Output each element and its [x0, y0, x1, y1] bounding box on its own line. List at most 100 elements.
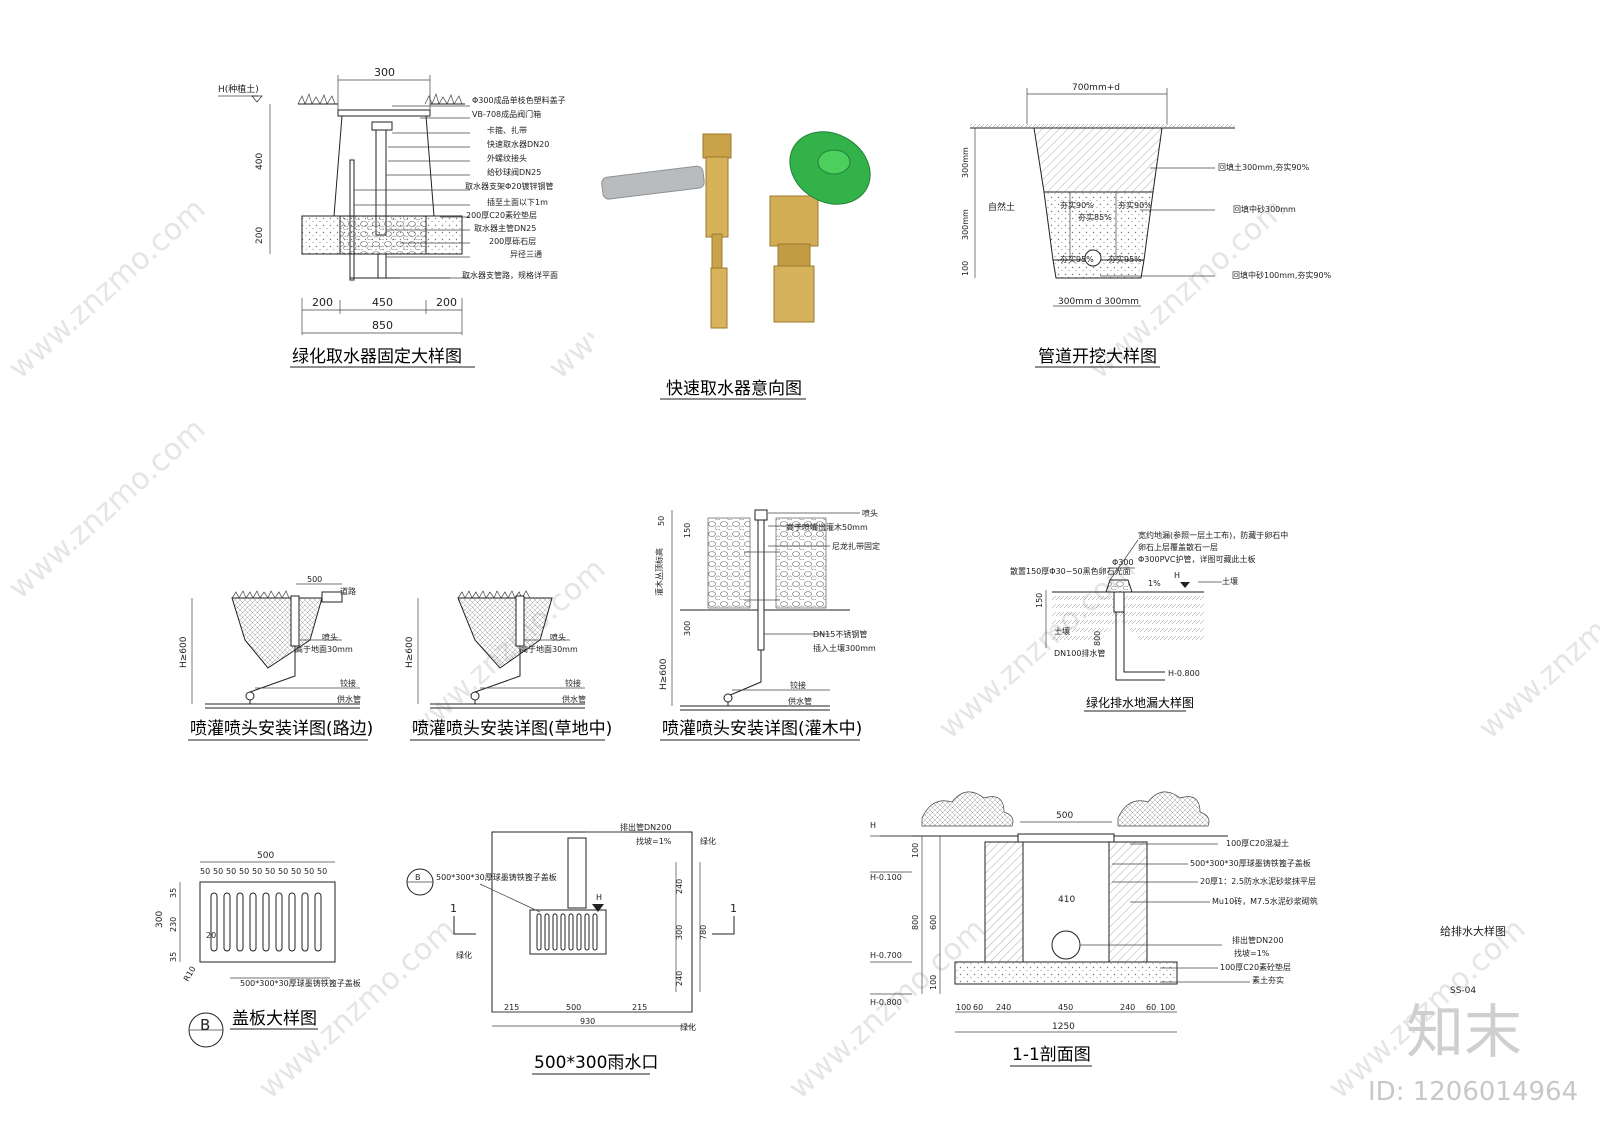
label: 100厚C20素砼垫层	[1220, 962, 1291, 972]
dims-bottom: 100 60 240 450 240 60 100	[956, 1003, 1175, 1012]
label: 500*300*30厚球墨铸铁篦子盖板	[1190, 858, 1311, 868]
label: 20厚1：2.5防水水泥砂浆抹平层	[1200, 876, 1316, 886]
label: 供水管	[562, 694, 586, 704]
dim-total: 500	[257, 851, 274, 861]
caption: 500*300雨水口	[534, 1053, 658, 1073]
label: 异径三通	[510, 249, 542, 259]
id-label: ID: 1206014964	[1368, 1077, 1578, 1107]
slots	[210, 892, 322, 952]
dim: 50	[304, 867, 314, 876]
label: 卵石上层覆盖散石一层	[1138, 542, 1218, 552]
label: 卡箍、扎带	[487, 125, 527, 135]
dim-total: 850	[372, 319, 393, 332]
label: 高于地面30mm	[520, 644, 578, 654]
dim: 230	[169, 917, 178, 932]
dim: 300	[675, 925, 684, 940]
caption: 盖板大样图	[232, 1009, 317, 1029]
level: H-0.800	[1168, 669, 1200, 678]
label: 100厚C20混凝土	[1226, 838, 1289, 848]
section-labels: 100厚C20混凝土 500*300*30厚球墨铸铁篦子盖板 20厚1：2.5防…	[1080, 838, 1318, 985]
label: Φ300PVC护管，详图可藏此土板	[1138, 554, 1255, 564]
level: H	[870, 821, 876, 830]
label: DN15不锈钢管	[813, 629, 867, 639]
dim: 50	[317, 867, 327, 876]
label: 尼龙扎带固定	[832, 541, 880, 551]
dim: 50	[226, 867, 236, 876]
slope: 1%	[1148, 579, 1161, 588]
label: 土壤	[1054, 626, 1070, 636]
floor-drain-detail: Φ300 1% H 土壤 宽约地漏(参照一层土工布)，防藏于卵石中 卵石上层覆盖…	[1010, 530, 1288, 712]
label: 给砂球阀DN25	[487, 167, 541, 177]
level: H-0.800	[870, 998, 902, 1007]
level: H-0.700	[870, 951, 902, 960]
level: H	[596, 893, 602, 902]
dim: 100	[1160, 1003, 1175, 1012]
cover-plate-detail: 500 50 50 50 50 50 50 50 50 50 50 300 3	[155, 851, 361, 1048]
label: 回填土300mm,夯实90%	[1218, 162, 1310, 172]
dim: 300	[683, 621, 692, 636]
label: 回填中砂100mm,夯实90%	[1232, 270, 1332, 280]
dim-top: 300	[374, 66, 395, 79]
label: 高于地面30mm	[295, 644, 353, 654]
caption: 喷灌喷头安装详图(草地中)	[412, 719, 612, 739]
dim: 600	[929, 915, 938, 930]
dim: 930	[580, 1017, 595, 1026]
dim: 60	[1146, 1003, 1156, 1012]
dim: 50	[657, 516, 666, 526]
dim: 240	[996, 1003, 1011, 1012]
label: 铰接	[340, 678, 356, 688]
dim: 100	[929, 975, 938, 990]
caption: 喷灌喷头安装详图(路边)	[190, 719, 373, 739]
label: 喷头	[862, 508, 878, 518]
section-1-1-detail: 500 410 H H-0.100 H-0.700 H-0.800 100 80…	[870, 791, 1318, 1067]
dim: 300	[155, 911, 165, 928]
dim: 50	[278, 867, 288, 876]
label: Φ300成品单枝色塑料盖子	[472, 95, 566, 105]
level-label: H(种植土)	[218, 83, 259, 95]
soil-label: 自然土	[988, 201, 1015, 213]
caption: 绿化取水器固定大样图	[292, 347, 462, 367]
compaction: 夯实90%	[1118, 200, 1152, 210]
label: 高于喷嘴出灌木50mm	[786, 522, 868, 532]
dim: 215	[632, 1003, 647, 1012]
dim: 35	[169, 888, 178, 898]
circle-mark: B	[415, 873, 421, 882]
sheet-title: 给排水大样图	[1440, 924, 1506, 938]
label: 找坡=1%	[1234, 948, 1270, 958]
label: 快速取水器DN20	[487, 139, 549, 149]
watermark-text: www.znzmo.com	[2, 192, 212, 386]
dim: 500	[1056, 811, 1073, 821]
compaction: 夯实90%	[1060, 200, 1094, 210]
dim-left: 300mm	[961, 209, 970, 240]
dim: 50	[239, 867, 249, 876]
compaction: 夯实95%	[1108, 254, 1142, 264]
sprinkler-grass-detail: H≥600 喷头 高于地面30mm 铰接 供水管 喷灌喷头安装详图(草地中)	[405, 590, 612, 741]
sheet-number: SS-04	[1450, 986, 1476, 996]
label: 绿化	[700, 836, 716, 846]
leader-labels: Φ300成品单枝色塑料盖子 VB-708成品阀门箱 卡箍、扎带 快速取水器DN2…	[354, 95, 566, 280]
dim-h: H≥600	[179, 636, 189, 668]
label: 插至土面以下1m	[487, 197, 548, 207]
dim: 780	[699, 925, 708, 940]
sprinkler-shrub-detail: 50 150 300 H≥600 灌木丛顶标高 喷头 高于喷嘴出灌木50mm 尼…	[654, 508, 880, 741]
dim-left: 100	[961, 261, 970, 276]
label: 铰接	[565, 678, 581, 688]
label: 200厚砾石层	[489, 236, 536, 246]
dim-h1: 400	[255, 153, 265, 170]
dim-h: H≥600	[659, 658, 669, 690]
dim: 100	[911, 843, 920, 858]
dim-h: H≥600	[405, 636, 415, 668]
level: H	[1174, 571, 1180, 580]
label: 取水器支管路，规格详平面	[462, 270, 558, 280]
dim: 50	[252, 867, 262, 876]
label: DN100排水管	[1054, 648, 1105, 658]
caption: 管道开挖大样图	[1038, 347, 1157, 367]
dim-left: 300mm	[961, 147, 970, 178]
label: 取水器主管DN25	[474, 223, 536, 233]
dim: 215	[504, 1003, 519, 1012]
label: Mu10砖，M7.5水泥砂浆砌筑	[1212, 896, 1318, 906]
caption: 快速取水器意向图	[666, 379, 802, 399]
dim: 240	[675, 971, 684, 986]
quick-intake-photo: 快速取水器意向图	[594, 108, 880, 400]
